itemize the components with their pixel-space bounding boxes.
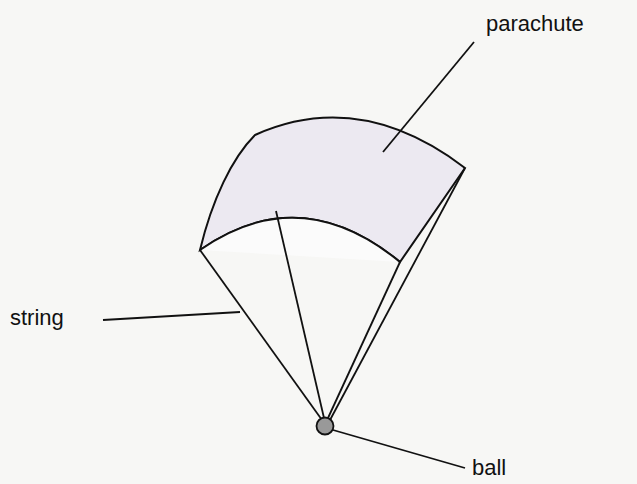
canopy-edge bbox=[200, 218, 400, 262]
part-label: parachute bbox=[486, 12, 584, 36]
leader-lines bbox=[103, 42, 474, 468]
strings bbox=[200, 168, 465, 420]
part-label: string bbox=[10, 306, 64, 330]
ball-shape bbox=[317, 418, 334, 435]
part-label: ball bbox=[472, 456, 506, 480]
